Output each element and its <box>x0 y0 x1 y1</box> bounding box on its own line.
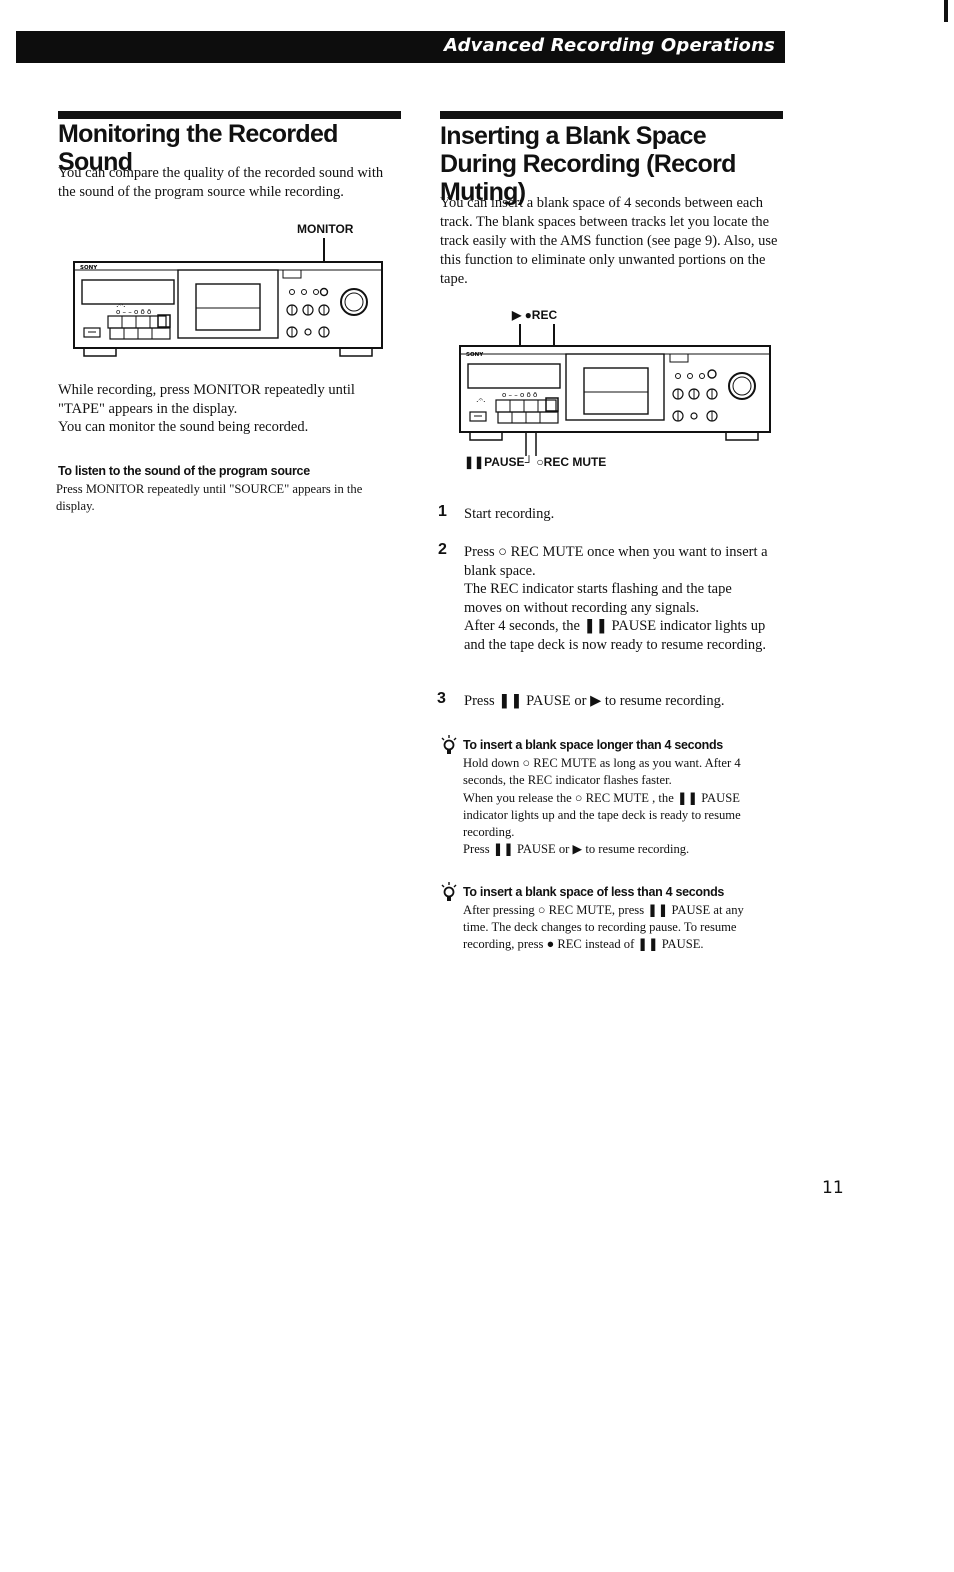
right-title-rule <box>440 111 783 119</box>
deck-brand: SONY <box>80 265 98 271</box>
step-1-number: 1 <box>438 503 447 520</box>
left-subheading: To listen to the sound of the program so… <box>58 464 310 478</box>
pause-recmute-label: ❚❚PAUSE┘ ○REC MUTE <box>464 455 607 469</box>
step-1-text: Start recording. <box>464 506 555 522</box>
tip-1-title: To insert a blank space longer than 4 se… <box>463 738 723 752</box>
page-number: 11 <box>822 1178 844 1198</box>
play-rec-label: ▶ ●REC <box>512 308 558 322</box>
left-sub-body: Press MONITOR repeatedly until "SOURCE" … <box>56 482 363 513</box>
tip-2-title: To insert a blank space of less than 4 s… <box>463 885 725 899</box>
left-intro: You can compare the quality of the recor… <box>58 165 384 200</box>
step-3-text: Press ❚❚ PAUSE or ▶ to resume recording. <box>464 693 725 709</box>
crop-mark <box>944 0 948 22</box>
step-2-detail-2: After 4 seconds, the ❚❚ PAUSE indicator … <box>464 618 766 653</box>
monitor-label: MONITOR <box>297 222 354 236</box>
left-body-1: While recording, press MONITOR repeatedl… <box>58 382 355 417</box>
svg-text:o – – o ō ō: o – – o ō ō <box>502 391 537 399</box>
left-body-2: You can monitor the sound being recorded… <box>58 419 309 435</box>
tip-1-line-1: Hold down ○ REC MUTE as long as you want… <box>463 756 741 787</box>
left-section-title: Monitoring the Recorded Sound <box>58 120 338 176</box>
step-2-detail: The REC indicator starts flashing and th… <box>464 581 732 616</box>
deck-diagram-monitor: SONY o – – o ō ō .𝄐. <box>73 238 383 357</box>
step-2-number: 2 <box>438 541 447 558</box>
svg-text:o – – o ō ō: o – – o ō ō <box>116 308 151 316</box>
svg-text:.𝄐.: .𝄐. <box>116 300 126 309</box>
section-header-bar: Advanced Recording Operations <box>16 31 785 63</box>
tip-1-line-2: When you release the ○ REC MUTE , the ❚❚… <box>463 791 741 839</box>
svg-text:.𝄐.: .𝄐. <box>476 395 486 404</box>
step-2-text: Press ○ REC MUTE once when you want to i… <box>464 544 768 579</box>
left-title-rule <box>58 111 401 119</box>
lightbulb-icon <box>441 735 457 754</box>
deck-brand-2: SONY <box>466 352 484 358</box>
deck-diagram-rec-mute: SONY o – – o ō ō .𝄐. <box>459 324 771 456</box>
step-3-number: 3 <box>437 690 446 707</box>
right-intro: You can insert a blank space of 4 second… <box>440 195 778 287</box>
section-title: Advanced Recording Operations <box>444 35 775 56</box>
tip-2-body: After pressing ○ REC MUTE, press ❚❚ PAUS… <box>463 903 744 951</box>
lightbulb-icon-2 <box>441 882 457 901</box>
right-section-title: Inserting a Blank Space During Recording… <box>440 122 736 206</box>
tip-1-line-3: Press ❚❚ PAUSE or ▶ to resume recording. <box>463 842 690 856</box>
